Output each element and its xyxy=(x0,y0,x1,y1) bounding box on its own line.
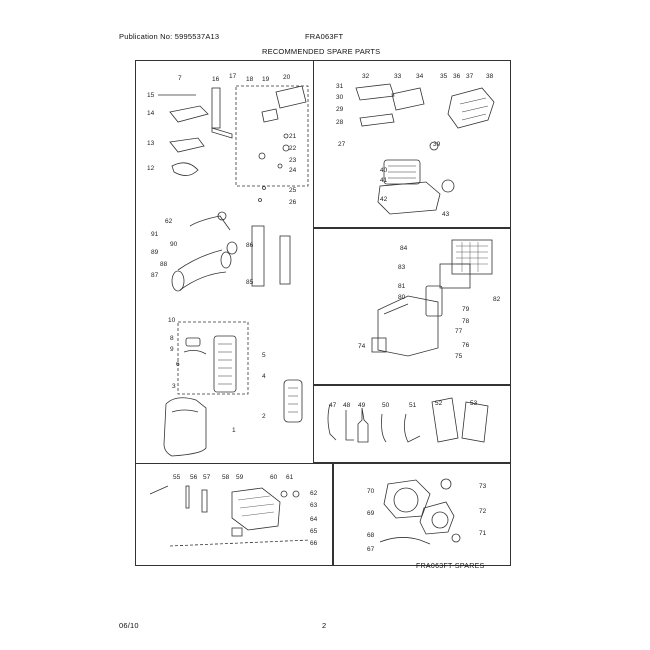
callout-19: 19 xyxy=(262,76,270,83)
callout-59: 59 xyxy=(236,474,244,481)
callout-51: 51 xyxy=(409,402,417,409)
callout-35: 35 xyxy=(440,73,448,80)
callout-55: 55 xyxy=(173,474,181,481)
callout-39: 39 xyxy=(433,141,441,148)
callout-36: 36 xyxy=(453,73,461,80)
diagram-id: FRA063FT-SPARES xyxy=(416,563,485,570)
callout-28: 28 xyxy=(336,119,344,126)
callout-63: 63 xyxy=(310,502,318,509)
callout-48: 48 xyxy=(343,402,351,409)
callout-38: 38 xyxy=(486,73,494,80)
callout-13: 13 xyxy=(147,140,155,147)
callout-33: 33 xyxy=(394,73,402,80)
callout-89: 89 xyxy=(151,249,159,256)
callout-52: 52 xyxy=(435,400,443,407)
callout-75: 75 xyxy=(455,353,463,360)
callout-67: 67 xyxy=(367,546,375,553)
callout-71: 71 xyxy=(479,530,487,537)
callout-70: 70 xyxy=(367,488,375,495)
callout-91: 91 xyxy=(151,231,159,238)
callout-6: 6 xyxy=(176,361,180,368)
callout-4: 4 xyxy=(262,373,266,380)
callout-15: 15 xyxy=(147,92,155,99)
callout-3: 3 xyxy=(172,383,176,390)
page-title: RECOMMENDED SPARE PARTS xyxy=(262,47,381,56)
callout-74: 74 xyxy=(358,343,366,350)
publication-number: Publication No: 5995537A13 xyxy=(119,32,220,41)
callout-7: 7 xyxy=(178,75,182,82)
callout-68: 68 xyxy=(367,532,375,539)
model-number: FRA063FT xyxy=(305,32,344,41)
callout-56: 56 xyxy=(190,474,198,481)
callout-87: 87 xyxy=(151,272,159,279)
callout-43: 43 xyxy=(442,211,450,218)
callout-85: 85 xyxy=(246,279,254,286)
callout-49: 49 xyxy=(358,402,366,409)
callout-9: 9 xyxy=(170,346,174,353)
callout-90: 90 xyxy=(170,241,178,248)
page-number: 2 xyxy=(322,621,327,630)
callout-40: 40 xyxy=(380,167,388,174)
callout-50: 50 xyxy=(382,402,390,409)
callout-81: 81 xyxy=(398,283,406,290)
callout-24: 24 xyxy=(289,167,297,174)
panel-base-parts xyxy=(135,463,333,566)
callout-62b: 62 xyxy=(310,490,318,497)
callout-76: 76 xyxy=(462,342,470,349)
callout-61: 61 xyxy=(286,474,294,481)
callout-88: 88 xyxy=(160,261,168,268)
callout-84: 84 xyxy=(400,245,408,252)
callout-31: 31 xyxy=(336,83,344,90)
callout-57: 57 xyxy=(203,474,211,481)
callout-86: 86 xyxy=(246,242,254,249)
callout-64: 64 xyxy=(310,516,318,523)
callout-41: 41 xyxy=(380,177,388,184)
callout-42: 42 xyxy=(380,196,388,203)
callout-23: 23 xyxy=(289,157,297,164)
panel-filter-assembly xyxy=(313,228,511,385)
callout-1: 1 xyxy=(232,427,236,434)
panel-fan-motor xyxy=(333,463,511,566)
callout-79: 79 xyxy=(462,306,470,313)
callout-10: 10 xyxy=(168,317,176,324)
revision-date: 06/10 xyxy=(119,621,139,630)
callout-65: 65 xyxy=(310,528,318,535)
callout-73: 73 xyxy=(479,483,487,490)
callout-22: 22 xyxy=(289,145,297,152)
callout-26: 26 xyxy=(289,199,297,206)
callout-2: 2 xyxy=(262,413,266,420)
callout-27: 27 xyxy=(338,141,346,148)
callout-69: 69 xyxy=(367,510,375,517)
panel-hoses-filters xyxy=(313,385,511,463)
callout-8: 8 xyxy=(170,335,174,342)
callout-53: 53 xyxy=(470,400,478,407)
callout-16: 16 xyxy=(212,76,220,83)
callout-66: 66 xyxy=(310,540,318,547)
callout-18: 18 xyxy=(246,76,254,83)
callout-21: 21 xyxy=(289,133,297,140)
callout-82: 82 xyxy=(493,296,501,303)
callout-20: 20 xyxy=(283,74,291,81)
callout-5: 5 xyxy=(262,352,266,359)
callout-60: 60 xyxy=(270,474,278,481)
panel-blower-housing xyxy=(313,60,511,228)
callout-77: 77 xyxy=(455,328,463,335)
callout-12: 12 xyxy=(147,165,155,172)
callout-78: 78 xyxy=(462,318,470,325)
callout-92: 62 xyxy=(165,218,173,225)
callout-83: 83 xyxy=(398,264,406,271)
callout-58: 58 xyxy=(222,474,230,481)
callout-14: 14 xyxy=(147,110,155,117)
callout-30: 30 xyxy=(336,94,344,101)
callout-25: 25 xyxy=(289,187,297,194)
callout-34: 34 xyxy=(416,73,424,80)
callout-29: 29 xyxy=(336,106,344,113)
callout-80: 80 xyxy=(398,294,406,301)
callout-37: 37 xyxy=(466,73,474,80)
callout-32: 32 xyxy=(362,73,370,80)
callout-17: 17 xyxy=(229,73,237,80)
callout-47: 47 xyxy=(329,402,337,409)
callout-72: 72 xyxy=(479,508,487,515)
